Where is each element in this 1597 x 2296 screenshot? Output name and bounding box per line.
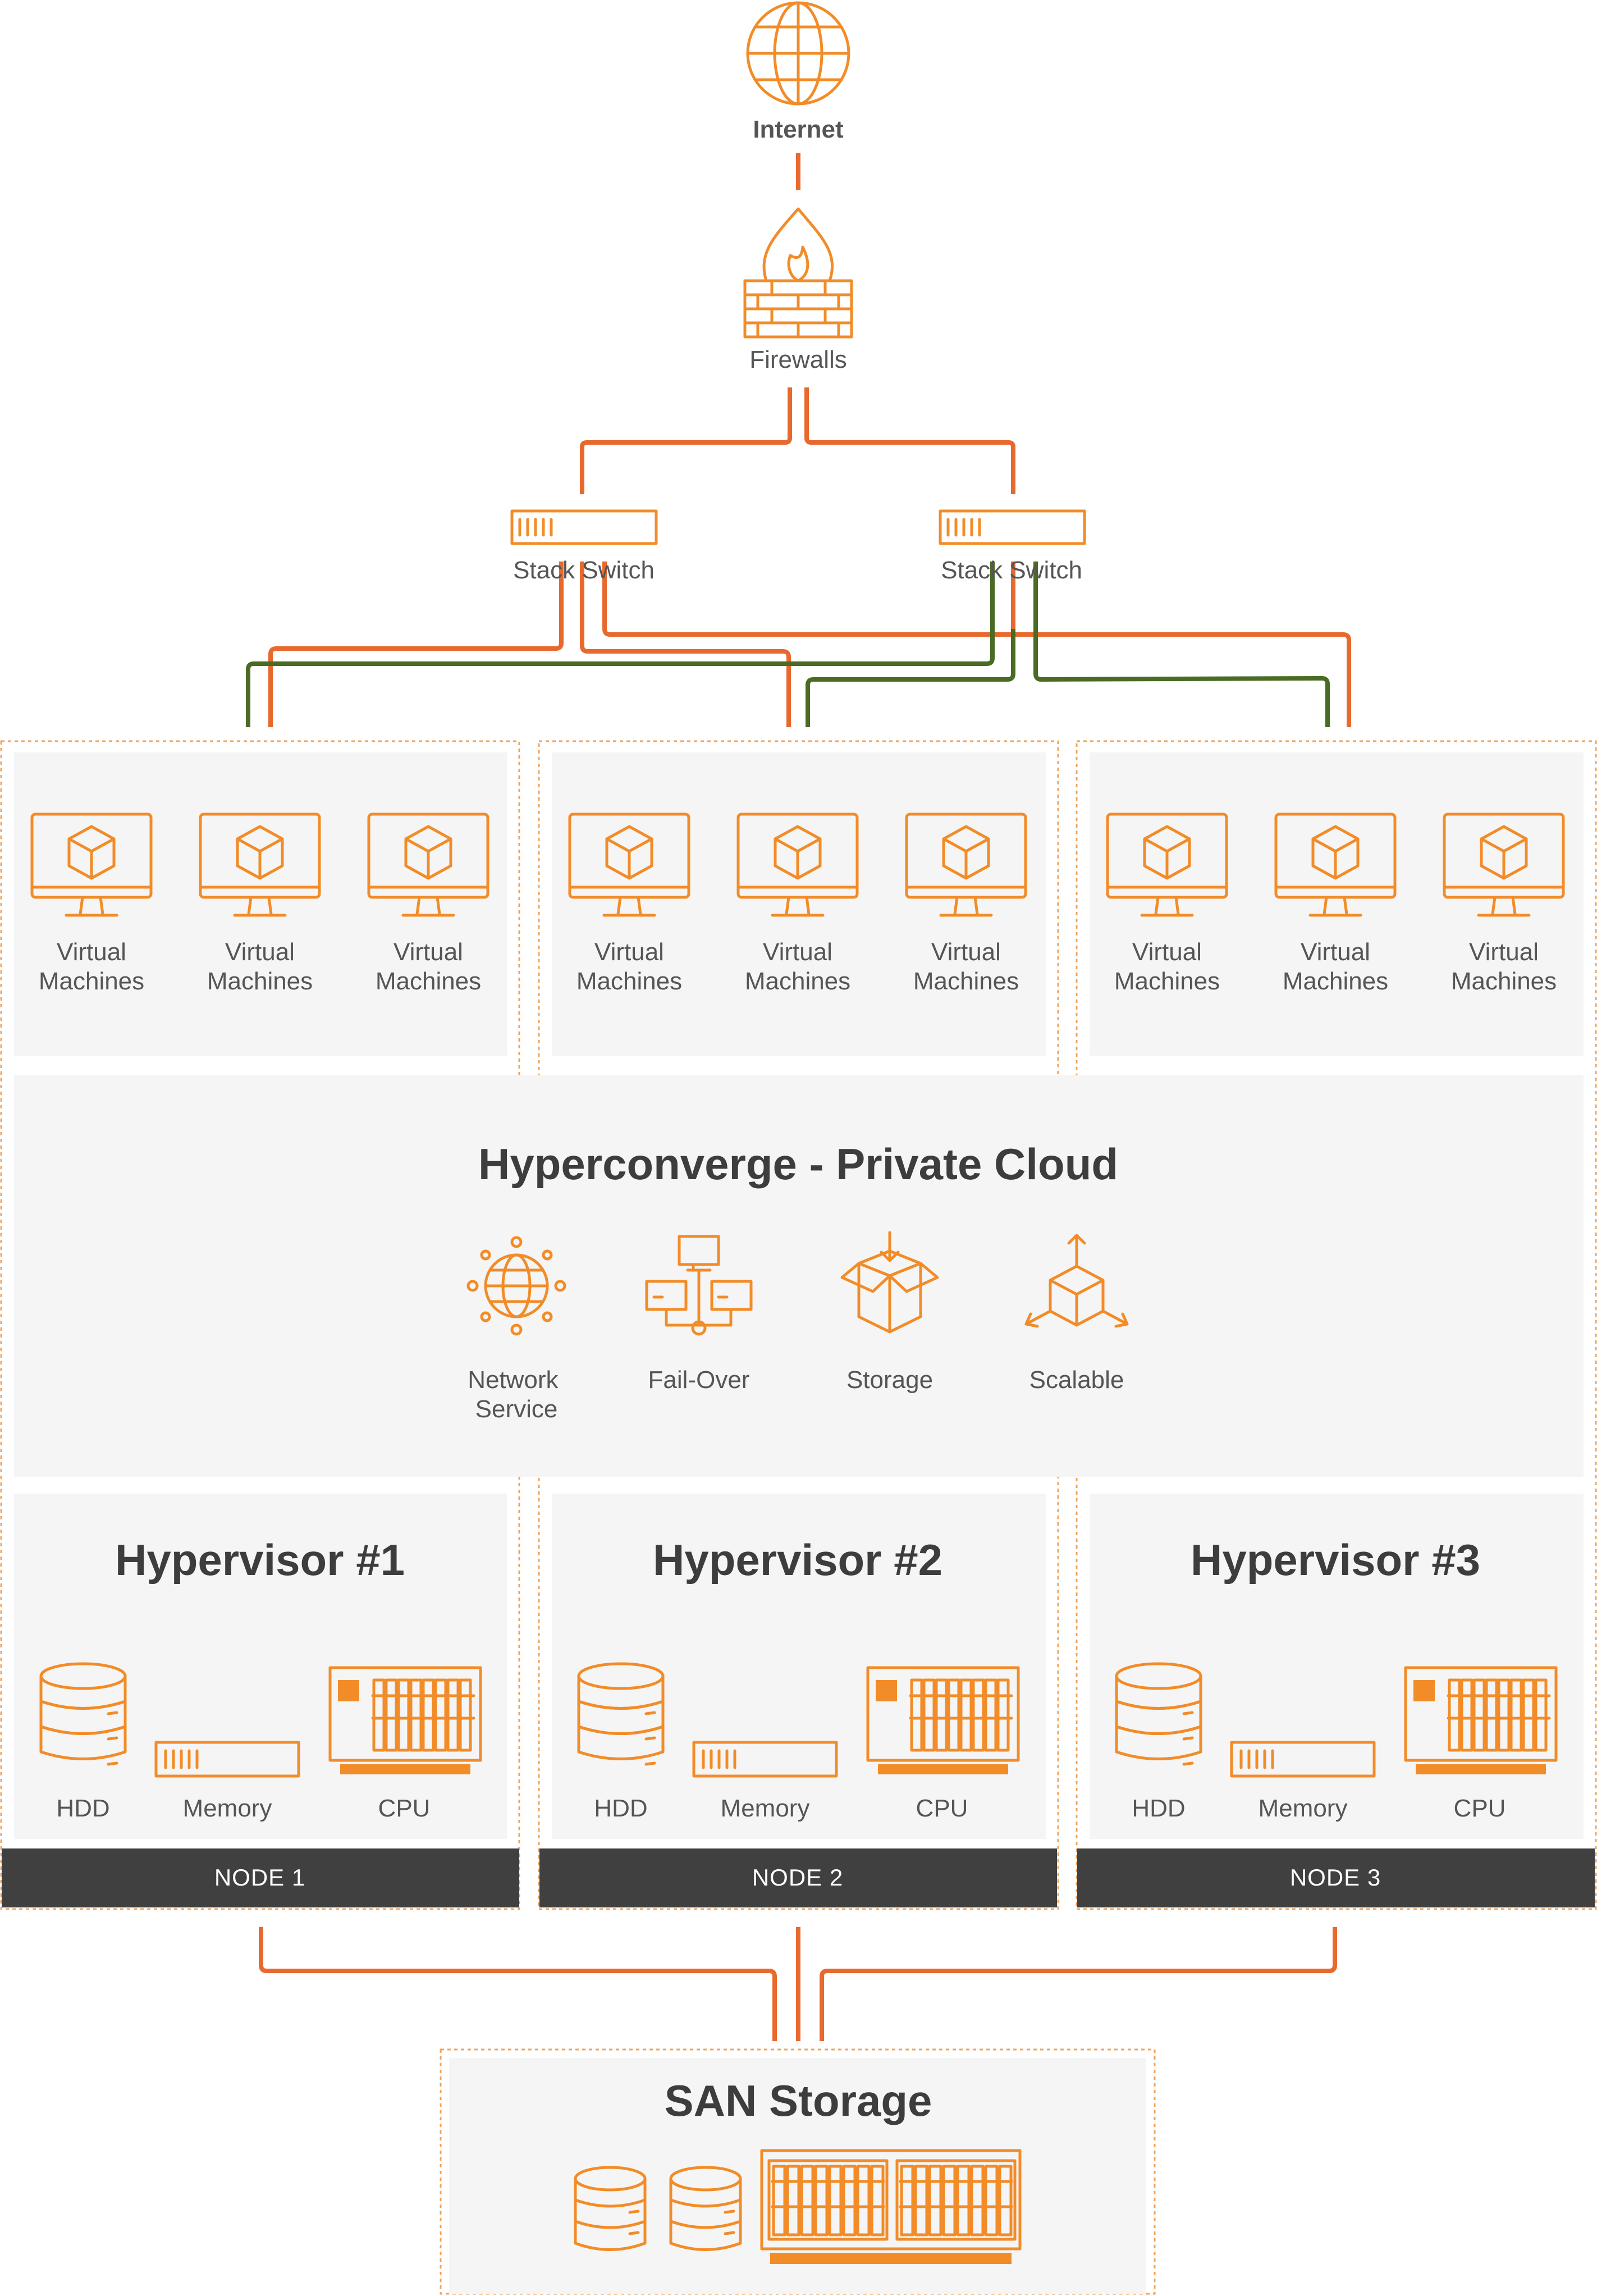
firewalls-label: Firewalls [749, 346, 847, 373]
feature-label-failover: Fail-Over [648, 1366, 750, 1394]
virtual-machine-monitor-icon [30, 812, 153, 917]
hypervisor-title: Hypervisor #2 [653, 1535, 942, 1585]
vm-panels [14, 752, 1584, 1056]
network-globe-icon [466, 1236, 566, 1336]
memory-icon [1230, 1741, 1376, 1778]
cloud-title: Hyperconverge - Private Cloud [478, 1139, 1118, 1189]
virtual-machine-monitor-icon [367, 812, 489, 917]
virtual-machine-monitor-icon [736, 812, 859, 917]
san-disk-icon [574, 2166, 647, 2251]
cpu-label: CPU [1454, 1795, 1506, 1822]
cpu-server-icon [866, 1666, 1020, 1774]
storage-box-icon [840, 1231, 939, 1334]
feature-label-network: Network Service [468, 1366, 565, 1423]
hdd-label: HDD [594, 1795, 647, 1822]
stack-switch-right-label: Stack Switch [941, 556, 1082, 584]
virtual-machine-monitor-icon [1106, 812, 1228, 917]
node-bar [2, 1848, 519, 1907]
virtual-machine-monitor-icon [1443, 812, 1565, 917]
memory-label: Memory [1259, 1795, 1348, 1822]
memory-label: Memory [183, 1795, 272, 1822]
virtual-machine-monitor-icon [199, 812, 321, 917]
hdd-icon [39, 1662, 127, 1766]
memory-label: Memory [721, 1795, 810, 1822]
cpu-label: CPU [378, 1795, 431, 1822]
san-title: SAN Storage [665, 2076, 932, 2125]
stack-switch-left-icon [510, 509, 658, 545]
feature-label-storage: Storage [846, 1366, 933, 1394]
cpu-server-icon [328, 1666, 482, 1774]
feature-label-scalable: Scalable [1029, 1366, 1124, 1394]
hypervisor-title: Hypervisor #1 [115, 1535, 405, 1585]
network-wires [246, 153, 1351, 2041]
internet-icon [746, 1, 850, 106]
stack-switch-left-label: Stack Switch [513, 556, 655, 584]
cloud-panel [14, 1075, 1584, 1477]
failover-network-icon [645, 1235, 753, 1336]
hdd-label: HDD [1132, 1795, 1185, 1822]
virtual-machine-monitor-icon [568, 812, 690, 917]
hypervisors: Hypervisor #1 HDD Memory CPU NODE 1 Hyperviso… [2, 1535, 1595, 1907]
node-bar [539, 1848, 1057, 1907]
cpu-label: CPU [916, 1795, 968, 1822]
virtual-machine-monitor-icon [905, 812, 1027, 917]
stack-switch-right-icon [939, 509, 1086, 545]
memory-icon [154, 1741, 300, 1778]
hypervisor-title: Hypervisor #3 [1191, 1535, 1480, 1585]
san-array-icon [760, 2149, 1022, 2264]
hdd-icon [1115, 1662, 1202, 1766]
memory-icon [692, 1741, 838, 1778]
node-bar [1077, 1848, 1595, 1907]
hdd-icon [577, 1662, 665, 1766]
scalable-cube-icon [1024, 1234, 1129, 1328]
san-disk-icon [669, 2166, 742, 2251]
virtual-machine-monitor-icon [1274, 812, 1397, 917]
firewall-icon [743, 207, 853, 339]
node-label: NODE 1 [214, 1864, 305, 1891]
cpu-server-icon [1404, 1666, 1558, 1774]
san-storage-devices [574, 2149, 1022, 2264]
hdd-label: HDD [56, 1795, 109, 1822]
node-label: NODE 3 [1290, 1864, 1381, 1891]
internet-label: Internet [753, 116, 844, 143]
node-label: NODE 2 [752, 1864, 843, 1891]
